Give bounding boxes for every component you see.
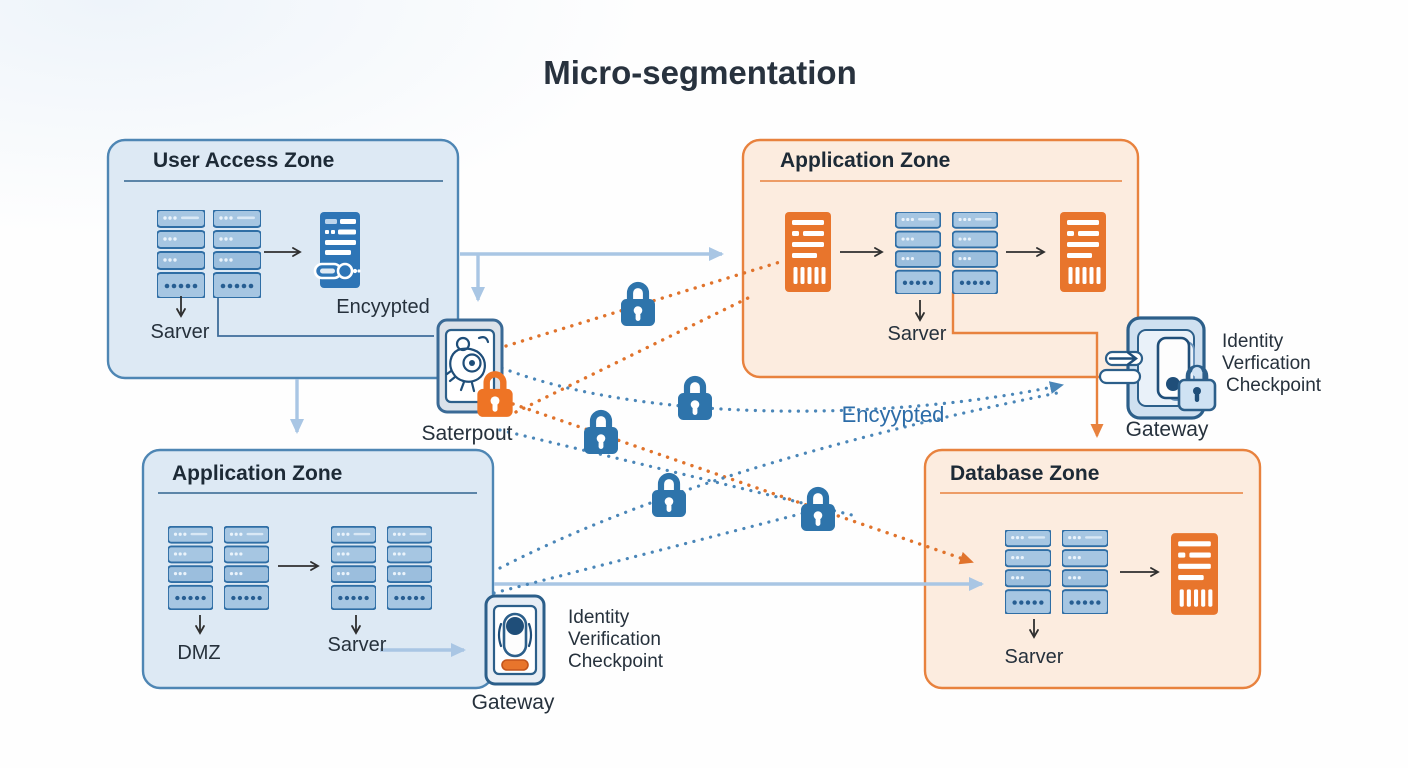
gateway-label: Gateway <box>1126 418 1209 441</box>
application-zone-bottom: Application Zone DMZ Sarver <box>158 462 477 664</box>
dotted-path-app-bottom-to-gateway-right <box>498 390 1064 570</box>
user-access-zone-box <box>106 138 460 380</box>
server-stack-icon <box>952 212 998 294</box>
padlock-icon <box>652 476 686 517</box>
dotted-path-saterpout-to-app-top-2 <box>514 296 750 414</box>
encrypted-server-icon <box>313 212 363 290</box>
note-line: Identity <box>568 607 630 628</box>
note-line: Checkpoint <box>1226 375 1322 396</box>
dmz-label: DMZ <box>177 642 220 664</box>
note-line: Identity <box>1222 331 1284 352</box>
server-label: Sarver <box>888 323 947 345</box>
application-zone-bottom-title: Application Zone <box>172 462 342 485</box>
server-label: Sarver <box>328 634 387 656</box>
application-zone-top-title: Application Zone <box>780 149 950 172</box>
saterpout-label: Saterpout <box>421 422 512 445</box>
note-line: Checkpoint <box>568 651 664 672</box>
user-access-zone-title: User Access Zone <box>153 149 334 172</box>
server-stack-icon <box>168 526 213 610</box>
server-panel-icon <box>1171 533 1218 615</box>
turnstile-icon <box>497 612 533 671</box>
note-line: Verfication <box>1222 353 1311 374</box>
identity-checkpoint-note: Identity Verfication Checkpoint <box>1222 331 1322 396</box>
dotted-path-app-bottom-up-right <box>492 503 837 595</box>
database-zone-title: Database Zone <box>950 462 1099 485</box>
server-stack-icon <box>213 210 261 298</box>
server-stack-icon <box>157 210 205 298</box>
server-stack-icon <box>224 526 269 610</box>
dotted-path-saterpout-down-right <box>498 428 858 518</box>
dotted-path-saterpout-to-database <box>511 402 974 565</box>
server-stack-icon <box>895 212 941 294</box>
connector-server-to-saterpout <box>217 294 434 337</box>
server-panel-icon <box>1060 212 1106 292</box>
server-panel-icon <box>785 212 831 292</box>
server-stack-icon <box>331 526 376 610</box>
identity-checkpoint-note: Identity Verification Checkpoint <box>568 607 664 672</box>
application-zone-top: Application Zone Sarver <box>760 149 1122 345</box>
server-stack-icon <box>387 526 432 610</box>
badge-reader-icon <box>1098 336 1195 401</box>
arrow-into-gateway <box>1108 351 1138 366</box>
gateway-bottom: Gateway Identity Verification Checkpoint <box>472 594 664 714</box>
padlock-icon <box>801 490 835 531</box>
gateway-right: Gateway Identity Verfication Checkpoint <box>1098 316 1322 441</box>
note-line: Verification <box>568 629 661 650</box>
page-title: Micro-segmentation <box>543 54 857 91</box>
server-label: Sarver <box>1005 646 1064 668</box>
database-zone-box <box>923 448 1262 690</box>
server-stack-icon <box>1005 530 1051 614</box>
database-zone: Database Zone Sarver <box>940 462 1243 668</box>
padlock-icon <box>584 413 618 454</box>
server-label: Sarver <box>151 321 210 343</box>
scanner-doodle-icon <box>445 336 490 393</box>
gateway-saterpout: Saterpout <box>421 318 512 445</box>
user-access-zone: User Access Zone Sarver Encyypted <box>124 149 443 343</box>
padlock-icon <box>678 379 712 420</box>
padlock-icon <box>1177 364 1217 412</box>
server-stack-icon <box>1062 530 1108 614</box>
encrypted-path-label: Encyypted <box>842 402 945 427</box>
gateway-label: Gateway <box>472 691 555 714</box>
connector-app-top-to-database <box>951 292 1104 438</box>
encrypted-label: Encyypted <box>336 296 429 318</box>
padlock-icon <box>621 285 655 326</box>
dotted-path-saterpout-to-gateway-right <box>500 366 1064 413</box>
